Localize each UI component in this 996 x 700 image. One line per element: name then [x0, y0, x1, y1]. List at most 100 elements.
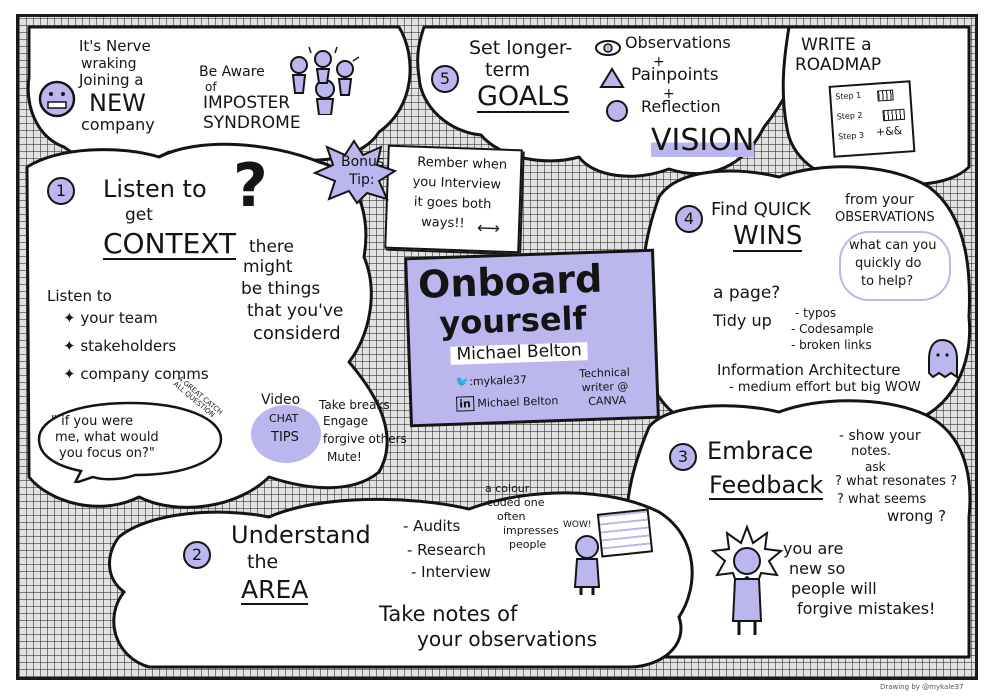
context-aside-1: there [249, 237, 294, 257]
video-label-2: CHAT [269, 412, 299, 425]
listen-header: Listen to [47, 287, 112, 305]
area-item-2: - Interview [411, 563, 491, 581]
feedback-forgive-3: people will [791, 579, 877, 598]
quickwins-ia-1: Information Architecture [717, 361, 901, 379]
goals-item-reflection: Reflection [641, 97, 721, 116]
context-aside-2: might [243, 257, 293, 277]
quickwins-ia-2: - medium effort but big WOW [729, 380, 921, 395]
colour-note-5: people [509, 538, 547, 551]
nerve-text-1: It's Nerve [79, 37, 151, 55]
goals-plus-1: + [653, 54, 665, 70]
bonus-text-4: ways!! [420, 214, 465, 232]
context-number: 1 [47, 177, 75, 205]
imposter-text-3: IMPOSTER [203, 93, 291, 113]
tidy-item-1: - Codesample [791, 322, 874, 336]
listen-item-1-label: stakeholders [80, 337, 177, 355]
roadmap-step-1: Step 1 [835, 90, 862, 102]
colour-note-2: coded one [487, 496, 545, 509]
linkedin-handle: in Michael Belton [456, 394, 559, 412]
feedback-q2: ? what seems [837, 492, 927, 507]
quickwins-number: 4 [675, 205, 703, 233]
quickwins-obs-1: from your [845, 192, 914, 208]
bonus-text-3: it goes both [413, 194, 492, 213]
two-way-arrow-icon: ⟷ [476, 217, 501, 238]
twitter-handle: 🐦:mykale37 [455, 373, 528, 389]
context-aside-3: be things [241, 279, 321, 299]
feedback-forgive-1: you are [783, 539, 844, 558]
feedback-title-1: Embrace [707, 437, 814, 465]
help-bubble [839, 231, 951, 301]
gantt-icon-1 [877, 89, 894, 102]
twitter-handle-label: :mykale37 [468, 373, 528, 389]
bonus-starburst-icon [312, 139, 397, 205]
goals-item-painpoints: Painpoints [631, 65, 719, 85]
warning-triangle-icon [599, 67, 625, 88]
bonus-badge-1: Bonus [341, 154, 385, 170]
context-aside-5: considerd [253, 323, 341, 344]
quote-text-1: " if you were [51, 414, 134, 429]
bonus-text-2: you Interview [412, 174, 502, 193]
crowd-figures-icon [290, 46, 360, 115]
goals-vision: VISION [651, 123, 755, 158]
nervous-face-icon [38, 80, 76, 118]
video-tip-3: Mute! [327, 450, 362, 464]
ghost-figure-icon [928, 338, 958, 379]
sketchnote-frame: It's Nerve wraking Joining a NEW company… [16, 14, 978, 680]
imposter-text-1: Be Aware [199, 64, 265, 80]
feedback-title-2: Feedback [709, 471, 824, 501]
credit-text: Drawing by @mykale37 [880, 683, 964, 691]
colour-note-3: often [497, 510, 526, 523]
quickwins-title-2: WINS [733, 221, 803, 253]
role-3: CANVA [588, 393, 627, 409]
video-label-3: TIPS [271, 430, 299, 445]
feedback-q3: wrong ? [887, 507, 947, 525]
nerve-text-5: company [81, 115, 155, 134]
roadmap-step-3: Step 3 [837, 130, 865, 142]
video-tip-0: Take breaks [319, 398, 390, 412]
goals-plus-2: + [663, 86, 675, 102]
nerve-text-4: NEW [89, 89, 146, 117]
roadmap-step-2: Step 2 [836, 110, 863, 122]
feedback-notes-2: notes. [851, 444, 892, 459]
listen-item-0-label: your team [80, 309, 158, 327]
video-tips-blob [251, 405, 321, 463]
roadmap-step-3-extra: +&& [875, 123, 903, 139]
notes-paper-icon [596, 508, 654, 558]
title-card: Onboard yourself Michael Belton 🐦:mykale… [404, 248, 660, 428]
tidy-item-2: - broken links [791, 338, 872, 352]
area-title-2: the [247, 551, 279, 573]
feedback-forgive-4: forgive mistakes! [797, 599, 936, 618]
quote-bubble [37, 401, 223, 483]
goals-title-3: GOALS [477, 81, 570, 114]
goals-number: 5 [431, 65, 459, 93]
roadmap-title-1: WRITE a [801, 35, 872, 55]
goals-item-observations: Observations [625, 33, 731, 52]
area-item-0: - Audits [403, 517, 461, 535]
context-question-mark: ? [233, 151, 268, 221]
cloud-area [108, 491, 694, 669]
nerve-text-3: Joining a [79, 71, 144, 89]
colour-note-4: impresses [503, 524, 559, 537]
bird-icon: 🐦 [455, 375, 470, 389]
spiky-figure-icon [710, 524, 784, 635]
roadmap-title-2: ROADMAP [795, 55, 882, 75]
gantt-icon-2 [882, 108, 906, 122]
context-title-2: get [125, 205, 153, 225]
video-tip-1: Engage [323, 414, 369, 428]
feedback-q1: ? what resonates ? [835, 474, 957, 489]
area-item-1: - Research [407, 541, 486, 559]
title-line-2: yourself [438, 299, 588, 343]
eye-icon [595, 40, 621, 56]
bonus-badge-2: Tip: [349, 172, 375, 188]
area-notes-1: Take notes of [379, 602, 518, 626]
area-title-1: Understand [231, 521, 371, 549]
area-number: 2 [183, 541, 211, 569]
quickwins-title-1: Find QUICK [711, 199, 811, 220]
cloud-layer [25, 25, 972, 669]
nerve-text-2: wraking [81, 56, 137, 72]
imposter-text-2: of [205, 80, 217, 94]
area-notes-2: your observations [417, 627, 598, 651]
listen-item-2: ✦ company comms [63, 365, 209, 383]
quickwins-a-page: a page? [713, 283, 781, 303]
linkedin-handle-label: Michael Belton [477, 394, 559, 410]
